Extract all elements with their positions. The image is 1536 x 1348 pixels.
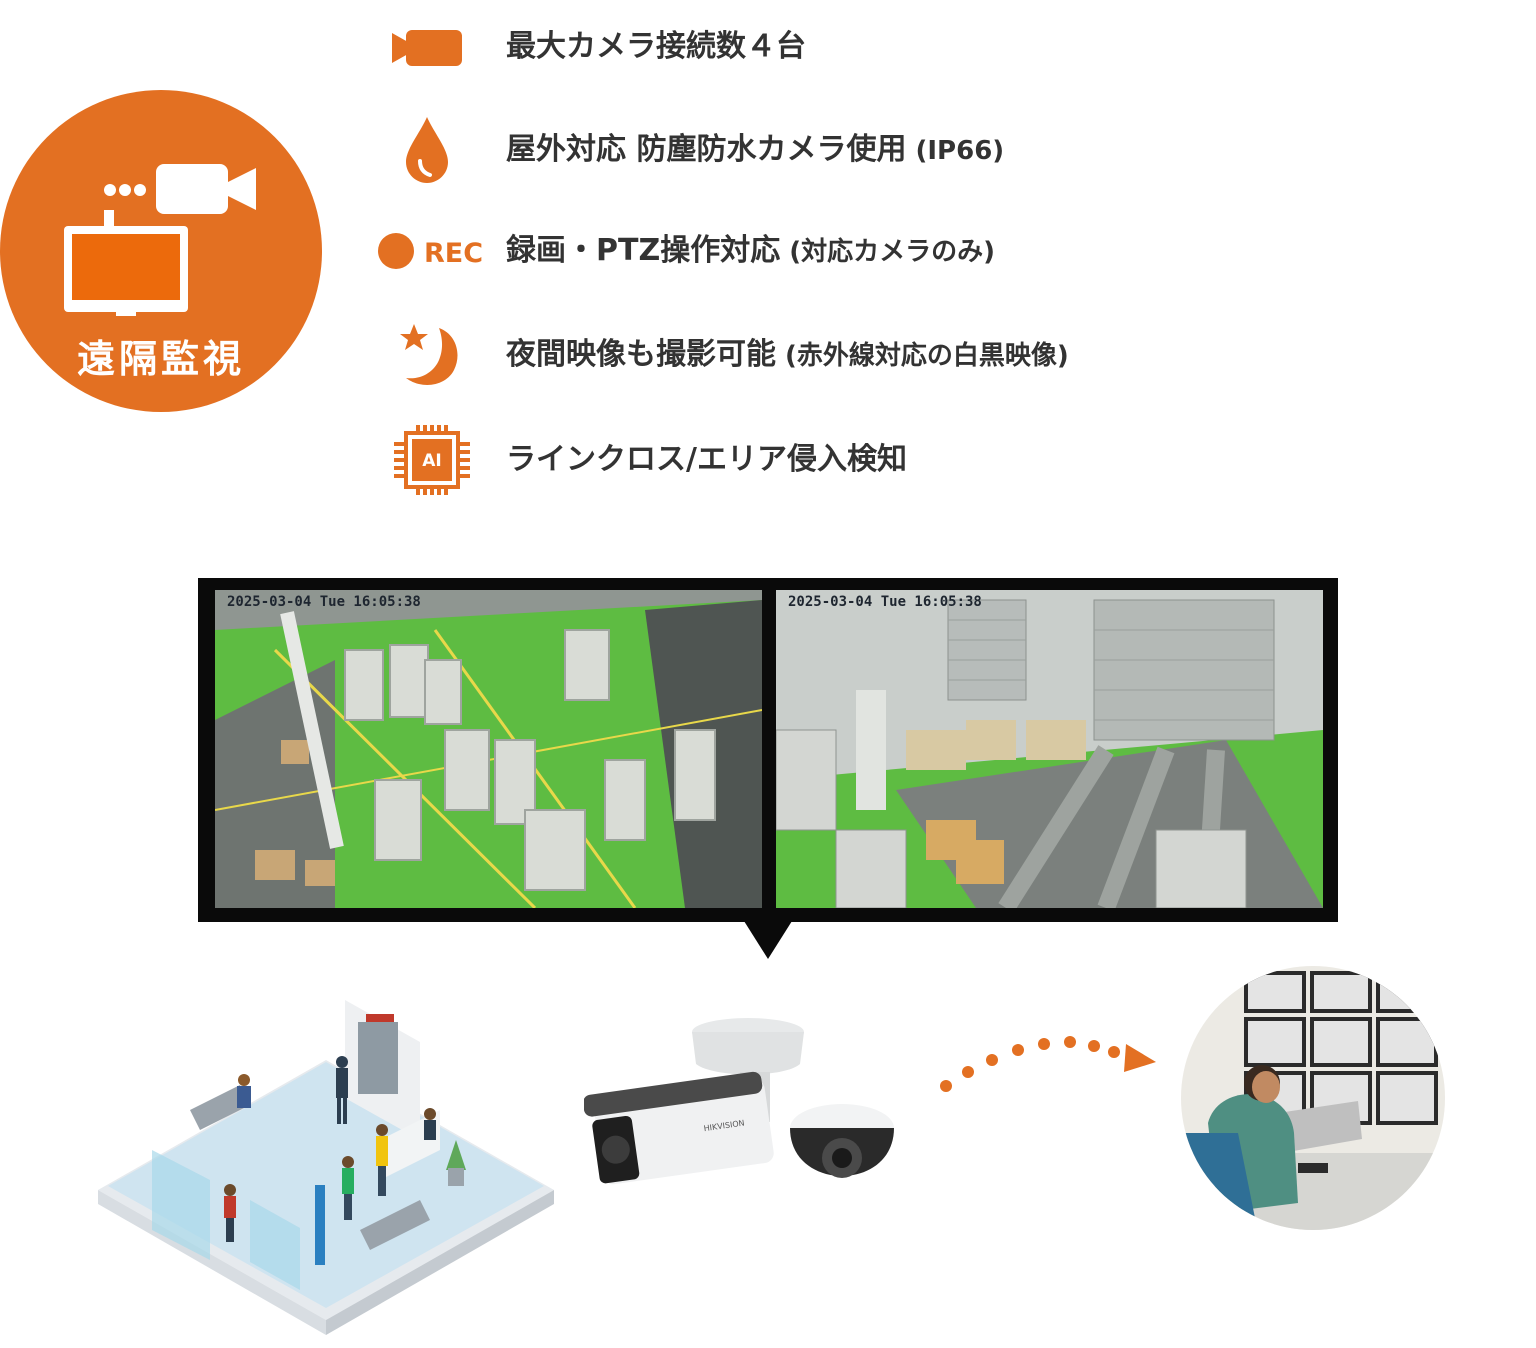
feature-text: 録画・PTZ操作対応 — [506, 233, 781, 268]
feature-sub: (赤外線対応の白黒映像) — [776, 341, 1069, 371]
feature-waterproof: 屋外対応 防塵防水カメラ使用 (IP66) — [376, 115, 1136, 185]
remote-monitoring-badge: 遠隔監視 — [0, 90, 322, 412]
feature-night-vision: 夜間映像も撮影可能 (赤外線対応の白黒映像) — [376, 320, 1136, 390]
water-drop-icon — [406, 117, 448, 183]
remote-monitor-icon — [64, 164, 256, 316]
lobby-illustration — [98, 1000, 554, 1335]
video-camera-icon — [392, 30, 462, 66]
frame-pointer — [744, 921, 792, 959]
feed-timestamp: 2025-03-04 Tue 16:05:38 — [788, 594, 982, 610]
feature-text: 夜間映像も撮影可能 — [506, 337, 776, 372]
feature-sub: (IP66) — [906, 136, 1005, 166]
badge-label: 遠隔監視 — [76, 337, 245, 381]
feature-ai-detection: AI ラインクロス/エリア侵入検知 — [376, 425, 1136, 495]
camera-feed-2[interactable]: 2025-03-04 Tue 16:05:38 — [776, 590, 1323, 908]
connection-arrow-icon — [940, 1036, 1156, 1092]
feature-text: 最大カメラ接続数４台 — [506, 29, 806, 64]
feed-timestamp: 2025-03-04 Tue 16:05:38 — [227, 594, 421, 610]
factory-scene-2 — [776, 590, 1323, 908]
rec-icon-label: REC — [424, 238, 483, 269]
feature-text: ラインクロス/エリア侵入検知 — [506, 442, 907, 477]
control-room-illustration — [1181, 966, 1445, 1230]
rec-icon: REC — [378, 233, 483, 269]
camera-feed-frame: 2025-03-04 Tue 16:05:38 2025-03-04 Tue 1… — [198, 578, 1338, 922]
feature-recording-ptz: REC 録画・PTZ操作対応 (対応カメラのみ) — [376, 216, 1136, 286]
feature-max-cameras: 最大カメラ接続数４台 — [376, 12, 1136, 82]
feature-text: 屋外対応 防塵防水カメラ使用 — [506, 132, 907, 167]
feature-sub: (対応カメラのみ) — [780, 237, 996, 267]
security-cameras-illustration: HIKVISION — [584, 1018, 894, 1185]
ai-chip-label: AI — [422, 451, 441, 471]
ai-chip-icon: AI — [394, 425, 470, 495]
camera-feed-1[interactable]: 2025-03-04 Tue 16:05:38 — [215, 590, 762, 908]
moon-star-icon — [400, 324, 458, 385]
factory-scene-1 — [215, 590, 762, 908]
